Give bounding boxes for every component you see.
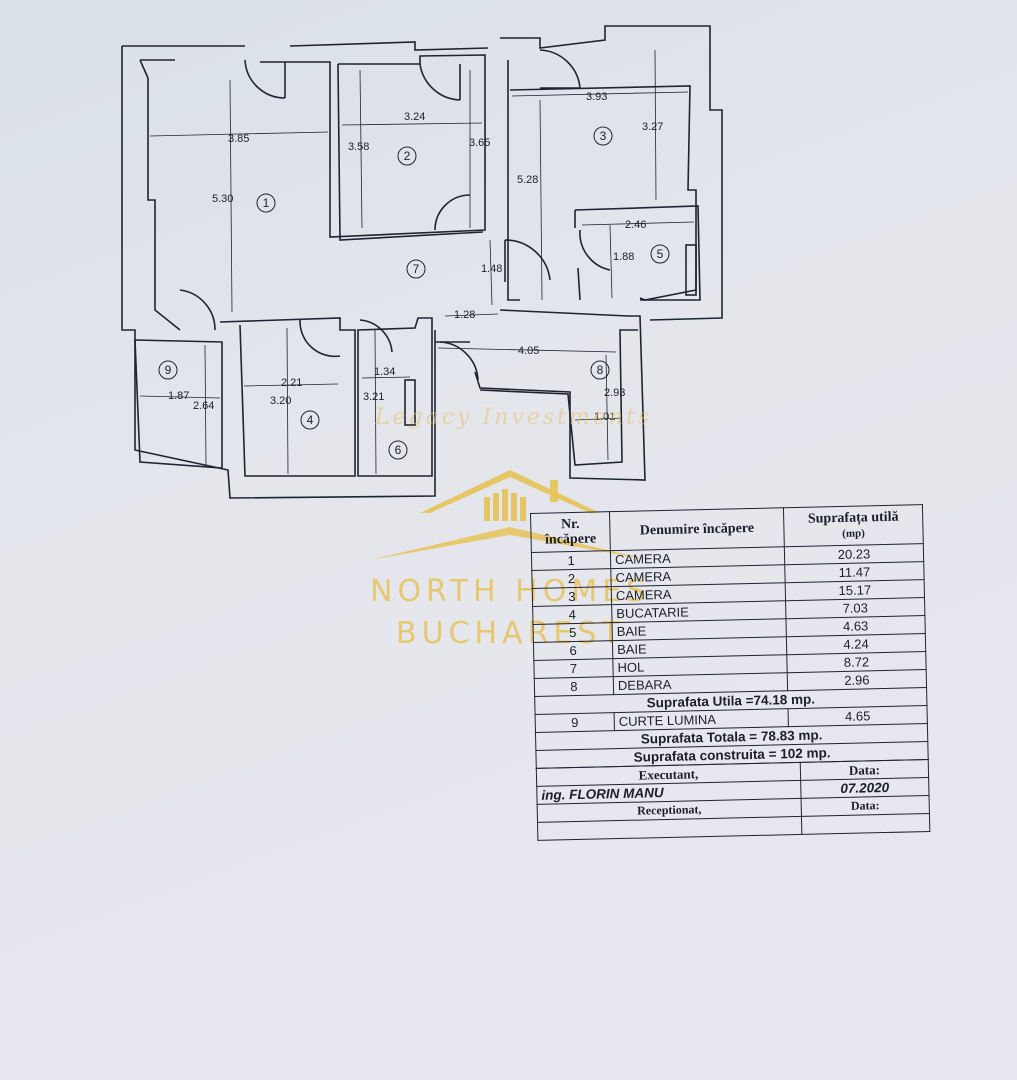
room-marker: 6 (395, 443, 402, 457)
dim-label: 1.28 (454, 309, 475, 321)
cell-nr: 8 (534, 676, 614, 697)
cell-nr: 3 (532, 586, 612, 607)
watermark-brand-1: NORTH HOMES (370, 574, 651, 609)
schedule-table: Nr. încăpere Denumire încăpere Suprafața… (530, 504, 929, 769)
cell-nr: 5 (533, 622, 613, 643)
dim-label: 3.20 (270, 395, 291, 407)
cell-nr: 7 (533, 658, 614, 679)
dim-label: 5.28 (517, 174, 538, 186)
room-marker: 5 (657, 247, 664, 261)
header-nr: Nr. încăpere (530, 511, 611, 553)
room-4-walls (219, 317, 356, 477)
header-name: Denumire încăpere (609, 507, 785, 551)
dim-label: 1.34 (374, 366, 395, 378)
dim-label: 2.46 (625, 219, 646, 231)
cell-nr: 2 (531, 568, 612, 589)
room-marker: 8 (597, 363, 604, 377)
dim-label: 3.93 (586, 91, 607, 103)
room-2-walls (337, 63, 484, 241)
room-marker: 3 (600, 129, 607, 143)
room-3-walls (500, 25, 723, 321)
header-area-unit: (mp) (842, 526, 865, 540)
room-1-walls (139, 59, 181, 331)
outer-wall (121, 41, 489, 499)
header-area-label: Suprafața utilă (807, 509, 899, 527)
dim-label: 3.65 (469, 137, 490, 149)
watermark-brand-2: BUCHAREST (396, 616, 625, 651)
dim-label: 3.21 (363, 391, 384, 403)
door-arc (179, 49, 611, 381)
cell-nr: 4 (532, 604, 613, 625)
outer-wall-inner (140, 54, 486, 238)
dim-label: 2.64 (193, 400, 214, 412)
dim-label: 3.24 (404, 111, 425, 123)
dim-label: 1.48 (481, 263, 502, 275)
shaft (685, 244, 697, 296)
watermark-script: Legacy Investments (375, 405, 653, 430)
room-marker: 2 (404, 149, 411, 163)
door-leaf (284, 62, 580, 282)
signature-table: Executant, Data: ing. FLORIN MANU 07.202… (536, 759, 931, 841)
room-6-walls (357, 317, 433, 477)
room-marker: 9 (165, 363, 172, 377)
room-9-walls (134, 339, 223, 469)
dim-label: 1.01 (594, 411, 615, 423)
dim-label: 3.58 (348, 141, 369, 153)
room-marker: 1 (263, 196, 270, 210)
dim-label: 1.88 (613, 251, 634, 263)
dim-label: 2.93 (604, 387, 625, 399)
room-schedule: Nr. încăpere Denumire încăpere Suprafața… (530, 504, 930, 841)
dim-label: 5.30 (212, 193, 233, 205)
received-date-cell (801, 813, 930, 835)
cell-nr: 6 (533, 640, 613, 661)
room-marker: 4 (307, 413, 314, 427)
room-8-walls (479, 329, 638, 466)
shaft-2 (404, 379, 416, 426)
dim-label: 3.27 (642, 121, 663, 133)
cell-nr: 9 (535, 712, 615, 733)
cell-nr: 1 (531, 550, 611, 571)
dim-label: 3.85 (228, 133, 249, 145)
dim-label: 2.21 (281, 377, 302, 389)
room-marker: 7 (413, 262, 420, 276)
dim-label: 1.87 (168, 390, 189, 402)
room-5-walls (574, 205, 701, 301)
header-area: Suprafața utilă (mp) (783, 504, 924, 547)
dim-label: 4.05 (518, 345, 539, 357)
